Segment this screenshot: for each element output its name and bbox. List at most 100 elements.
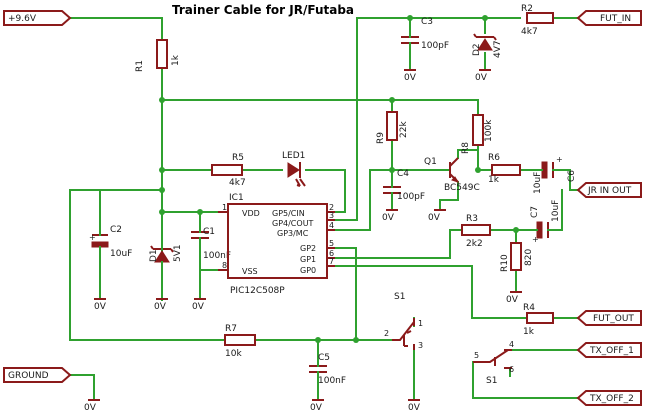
ic1-pin-8-num: 8 — [222, 261, 227, 270]
resistor-r1: R1 1k — [135, 39, 181, 72]
ground-main: 0V — [84, 399, 100, 413]
s1a-name: S1 — [394, 292, 405, 302]
c6-name: C6 — [567, 170, 577, 182]
resistor-r8: R8 100k — [461, 114, 494, 154]
resistor-r9: R9 22k — [376, 111, 409, 144]
svg-text:0V: 0V — [408, 403, 421, 413]
svg-text:0V: 0V — [94, 302, 107, 312]
r2-value: 4k7 — [521, 27, 538, 37]
c7-name: C7 — [530, 206, 540, 218]
r3-value: 2k2 — [466, 239, 483, 249]
ic1-pin-7-num: 7 — [329, 257, 334, 266]
s1b-pin-5: 5 — [474, 351, 479, 360]
svg-text:0V: 0V — [84, 403, 97, 413]
ic1-pin-6-label: GP1 — [300, 255, 316, 264]
ic1-pin-2-num: 2 — [329, 203, 334, 212]
capacitor-c5: C5 100nF — [309, 353, 346, 386]
s1b-pin-4: 4 — [509, 340, 514, 349]
ic1-pin-5-num: 5 — [329, 239, 334, 248]
led-led1: LED1 — [282, 151, 306, 187]
r9-name: R9 — [376, 132, 386, 144]
r9-value: 22k — [399, 121, 409, 138]
junctions — [159, 15, 519, 343]
resistor-r10: R10 820 — [500, 242, 534, 272]
ic1-value: PIC12C508P — [230, 286, 285, 296]
svg-text:0V: 0V — [310, 403, 323, 413]
port-ground: GROUND — [3, 367, 72, 383]
s1a-pin-1: 1 — [418, 319, 423, 328]
led1-name: LED1 — [282, 151, 305, 161]
r6-name: R6 — [488, 153, 500, 163]
c5-value: 100nF — [318, 376, 346, 386]
port-jr-in-out: JR IN OUT — [576, 182, 642, 198]
transistor-q1: Q1 BC549C — [424, 157, 480, 193]
r10-name: R10 — [500, 254, 510, 272]
wires — [69, 17, 579, 399]
ground-c3: 0V — [404, 69, 417, 83]
ground-s1a: 0V — [408, 399, 421, 413]
d2-value: 4V7 — [493, 40, 503, 58]
diagram-title: Trainer Cable for JR/Futaba — [172, 3, 354, 17]
ground-d2: 0V — [475, 69, 491, 83]
capacitor-c4: C4 100pF — [383, 169, 425, 202]
switch-s1b: S1 4 5 6 — [473, 340, 514, 386]
svg-text:0V: 0V — [382, 213, 395, 223]
ground-q1: 0V — [428, 209, 446, 223]
svg-text:+: + — [556, 155, 563, 164]
ground-c5: 0V — [310, 399, 324, 413]
r7-value: 10k — [225, 349, 242, 359]
c6-value: 10uF — [533, 172, 543, 194]
ic1-pin-6-num: 6 — [329, 249, 334, 258]
capacitor-c1: C1 100nF — [191, 225, 231, 261]
c5-name: C5 — [318, 353, 330, 363]
ic1-pin-3-num: 3 — [329, 211, 334, 220]
port-fut-out: FUT_OUT — [576, 310, 642, 326]
resistor-r4: R4 1k — [523, 303, 554, 337]
ic1-pin-5-label: GP2 — [300, 244, 316, 253]
r6-value: 1k — [488, 175, 500, 185]
capacitor-c2: + C2 10uF — [89, 225, 132, 263]
r5-name: R5 — [232, 153, 244, 163]
r1-name: R1 — [135, 60, 145, 72]
svg-text:0V: 0V — [475, 73, 488, 83]
ground-d1: 0V — [154, 298, 168, 312]
c4-value: 100pF — [397, 192, 425, 202]
ic1-pin-2-label: GP5/CIN — [272, 209, 305, 218]
ic1-name: IC1 — [229, 193, 244, 203]
c4-name: C4 — [397, 169, 409, 179]
c7-value: 10uF — [551, 200, 561, 222]
r4-name: R4 — [523, 303, 535, 313]
svg-text:0V: 0V — [154, 302, 167, 312]
svg-text:+: + — [532, 235, 539, 244]
svg-text:0V: 0V — [506, 295, 519, 305]
port-ground-label: GROUND — [8, 371, 49, 381]
svg-text:0V: 0V — [404, 73, 417, 83]
resistor-r5: R5 4k7 — [211, 153, 246, 188]
port-fut-out-label: FUT_OUT — [593, 314, 634, 324]
ground-ic1: 0V — [192, 298, 206, 312]
c2-name: C2 — [110, 225, 122, 235]
d2-name: D2 — [472, 43, 482, 56]
zener-d1: D1 5V1 — [149, 242, 183, 276]
r5-value: 4k7 — [229, 178, 246, 188]
capacitor-c6: + C6 10uF — [533, 155, 577, 194]
ground-symbols: 0V 0V 0V 0V 0V 0V 0V 0V — [84, 69, 522, 413]
switch-s1a: S1 1 2 3 — [384, 292, 423, 350]
ic1-pin-4-label: GP3/MC — [277, 229, 309, 238]
port-p96: +9.6V — [3, 10, 72, 26]
r1-value: 1k — [171, 54, 181, 66]
ic1-pin-1-label: VDD — [242, 209, 260, 218]
port-tx-off-1-label: TX_OFF_1 — [589, 346, 634, 356]
s1b-pin-6: 6 — [509, 365, 514, 374]
ic1-pin-4-num: 4 — [329, 221, 334, 230]
q1-name: Q1 — [424, 157, 437, 167]
port-jr-in-out-label: JR IN OUT — [587, 186, 632, 196]
d1-name: D1 — [149, 249, 159, 262]
ground-c2: 0V — [94, 298, 107, 312]
ic1-pin-1-num: 1 — [222, 203, 227, 212]
r8-name: R8 — [461, 142, 471, 154]
ic1-pin-7-label: GP0 — [300, 266, 316, 275]
r3-name: R3 — [466, 214, 478, 224]
port-tx-off-2-label: TX_OFF_2 — [589, 394, 634, 404]
port-fut-in: FUT_IN — [576, 10, 642, 26]
